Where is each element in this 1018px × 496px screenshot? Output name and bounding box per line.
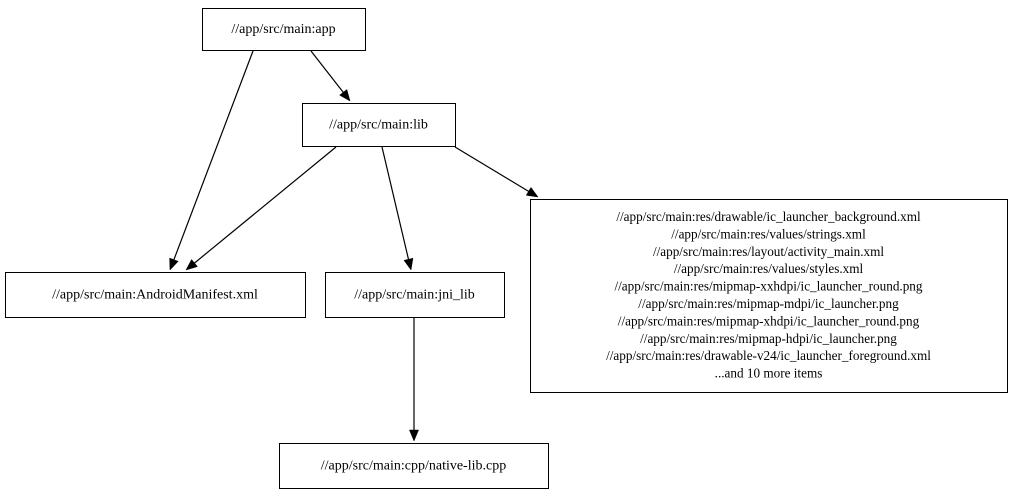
node-label: //app/src/main:lib: [329, 118, 428, 133]
node-box: [530, 199, 1008, 393]
edge-line: [172, 50, 254, 262]
edge-line: [454, 146, 531, 193]
edge-app-to-manifest: [169, 50, 254, 271]
edge-line: [310, 50, 345, 94]
node-box: [325, 272, 505, 318]
node-box: [302, 103, 456, 147]
graph-node-jni_lib[interactable]: //app/src/main:jni_lib: [325, 272, 505, 318]
resource-line-9: ...and 10 more items: [715, 366, 823, 381]
resource-line-1: //app/src/main:res/values/strings.xml: [671, 226, 866, 241]
edge-arrowhead: [403, 257, 414, 271]
resource-line-3: //app/src/main:res/values/styles.xml: [674, 261, 864, 276]
node-box: [202, 8, 366, 51]
edge-line: [381, 146, 410, 261]
node-box: [279, 443, 549, 489]
resources-node-layer: //app/src/main:res/drawable/ic_launcher_…: [530, 199, 1008, 393]
edge-lib-to-jni_lib: [381, 146, 414, 271]
node-label: //app/src/main:cpp/native-lib.cpp: [321, 459, 506, 474]
edges-layer: [169, 50, 539, 442]
node-label: //app/src/main:app: [231, 22, 335, 37]
resource-line-5: //app/src/main:res/mipmap-mdpi/ic_launch…: [638, 296, 899, 311]
graph-node-manifest[interactable]: //app/src/main:AndroidManifest.xml: [5, 272, 306, 318]
edge-arrowhead: [525, 186, 539, 198]
graph-node-lib[interactable]: //app/src/main:lib: [302, 103, 456, 147]
resource-line-0: //app/src/main:res/drawable/ic_launcher_…: [616, 209, 921, 224]
node-box: [5, 272, 306, 318]
edge-lib-to-manifest: [185, 146, 337, 271]
resource-line-2: //app/src/main:res/layout/activity_main.…: [653, 244, 884, 259]
edge-arrowhead: [339, 89, 351, 102]
nodes-layer: //app/src/main:app //app/src/main:lib //ap…: [5, 8, 549, 489]
edge-lib-to-resources: [454, 146, 539, 198]
graph-node-native_lib[interactable]: //app/src/main:cpp/native-lib.cpp: [279, 443, 549, 489]
edge-arrowhead: [185, 259, 198, 271]
graph-node-resources[interactable]: //app/src/main:res/drawable/ic_launcher_…: [530, 199, 1008, 393]
edge-app-to-lib: [310, 50, 351, 102]
edge-jni_lib-to-native_lib: [409, 318, 419, 442]
edge-line: [192, 146, 337, 265]
edge-arrowhead: [169, 257, 179, 271]
resource-line-8: //app/src/main:res/drawable-v24/ic_launc…: [606, 348, 931, 363]
node-label: //app/src/main:AndroidManifest.xml: [52, 288, 258, 303]
resource-line-6: //app/src/main:res/mipmap-xhdpi/ic_launc…: [618, 313, 920, 328]
resource-line-7: //app/src/main:res/mipmap-hdpi/ic_launch…: [640, 331, 897, 346]
node-label: //app/src/main:jni_lib: [354, 288, 475, 303]
graph-node-app[interactable]: //app/src/main:app: [202, 8, 366, 51]
resource-line-4: //app/src/main:res/mipmap-xxhdpi/ic_laun…: [614, 279, 922, 294]
edge-arrowhead: [409, 429, 419, 442]
